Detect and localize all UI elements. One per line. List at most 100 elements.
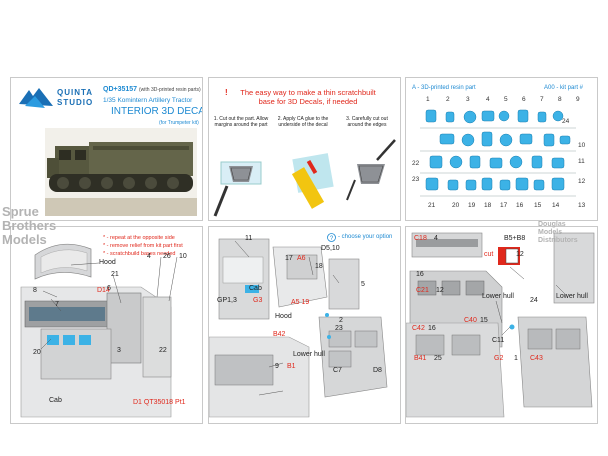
- label-9: 9: [275, 363, 279, 370]
- label-12: 12: [516, 251, 524, 258]
- label-c7: C7: [333, 367, 342, 374]
- part-num-17: 17: [500, 202, 508, 209]
- label-g2: G2: [494, 355, 504, 362]
- part-num-10: 10: [578, 142, 586, 149]
- part-num-16: 16: [516, 202, 524, 209]
- part-num-24: 24: [562, 118, 570, 125]
- step-panel-doors: ? - choose your option 11 GP1,3 Cab G3 D…: [208, 226, 401, 424]
- brand-line-2: STUDIO: [57, 98, 94, 107]
- for-kit: (for Trumpeter kit): [159, 120, 199, 126]
- label-4: 4: [434, 235, 438, 242]
- label-18: 18: [315, 263, 323, 270]
- watermark-right-1: Douglas: [538, 221, 566, 228]
- part-num-22: 22: [412, 160, 420, 167]
- label-c42: C42: [412, 325, 425, 332]
- label-lower-hull: Lower hull: [293, 351, 325, 358]
- legend-scratchbuild: * - scratchbuild bases needed: [103, 251, 176, 257]
- part-num-6: 6: [522, 96, 526, 103]
- part-num-4: 4: [486, 96, 490, 103]
- howto-title-mark: !: [225, 88, 228, 97]
- label-c18: C18: [414, 235, 427, 242]
- watermark-right-3: Distributors: [538, 237, 578, 244]
- option-note: - choose your option: [338, 234, 393, 240]
- label-d14: D14: [97, 287, 110, 294]
- brand-line-1: QUINTA: [57, 88, 94, 97]
- label-10: 10: [179, 253, 187, 260]
- resin-parts-sprue: [420, 109, 576, 197]
- label-a6: A6: [297, 255, 306, 262]
- label-11: 11: [245, 235, 253, 242]
- parts-legend-a: A - 3D-printed resin part: [412, 85, 476, 91]
- kit-title: 1/35 Komintern Artillery Tractor: [103, 97, 193, 104]
- label-cab: Cab: [249, 285, 262, 292]
- howto-step-2: 2. Apply CA glue to the underside of the…: [277, 116, 329, 128]
- label-21: 21: [111, 271, 119, 278]
- label-ref-qt35018: D1 QT35018 Pt1: [133, 399, 186, 406]
- howto-panel: ! The easy way to make a thin scratchbui…: [208, 77, 401, 221]
- part-num-5: 5: [504, 96, 508, 103]
- parts-panel: A - 3D-printed resin part A00 - kit part…: [405, 77, 598, 221]
- label-6: 6: [107, 285, 111, 292]
- howto-title: The easy way to make a thin scratchbuilt…: [240, 88, 376, 106]
- step-panel-lower-hull: C18 4 cut B5+B8 12 16 C21 12 Lower hull …: [405, 226, 598, 424]
- label-b41: B41: [414, 355, 427, 362]
- label-d8: D8: [373, 367, 382, 374]
- label-c40: C40: [464, 317, 477, 324]
- label-b1: B1: [287, 363, 296, 370]
- label-hood: Hood: [275, 313, 292, 320]
- label-20: 20: [33, 349, 41, 356]
- label-5: 5: [361, 281, 365, 288]
- label-12b: 12: [436, 287, 444, 294]
- part-num-15: 15: [534, 202, 542, 209]
- label-16: 16: [416, 271, 424, 278]
- step-panel-hood-cab: * - repeat at the opposite side * - remo…: [10, 226, 203, 424]
- part-num-7: 7: [540, 96, 544, 103]
- hood-cab-diagram: [20, 243, 178, 418]
- label-hood: Hood: [99, 259, 116, 266]
- label-c43: C43: [530, 355, 543, 362]
- part-num-1: 1: [426, 96, 430, 103]
- label-15: 15: [480, 317, 488, 324]
- label-cut: cut: [484, 251, 494, 258]
- part-num-23: 23: [412, 176, 420, 183]
- product-code: QD+35157: [103, 86, 138, 93]
- label-17: 17: [285, 255, 293, 262]
- label-8: 8: [33, 287, 37, 294]
- watermark-left-1: Sprue: [2, 204, 39, 219]
- label-22: 22: [159, 347, 167, 354]
- label-24: 24: [530, 297, 538, 304]
- code-note: (with 3D-printed resin parts): [139, 87, 201, 93]
- label-d5-10: D5,10: [321, 245, 340, 252]
- part-num-3: 3: [466, 96, 470, 103]
- label-2: 2: [339, 317, 343, 324]
- part-num-8: 8: [558, 96, 562, 103]
- label-1: 1: [514, 355, 518, 362]
- label-7: 7: [55, 301, 59, 308]
- part-num-9: 9: [576, 96, 580, 103]
- label-cab: Cab: [49, 397, 62, 404]
- label-25: 25: [434, 355, 442, 362]
- title-panel: QUINTA STUDIO QD+35157 (with 3D-printed …: [10, 77, 203, 221]
- howto-illustrations: [213, 139, 396, 217]
- quinta-logo-icon: [17, 86, 55, 112]
- howto-step-3: 3. Carefully cut out around the edges: [346, 116, 388, 128]
- label-g3: G3: [253, 297, 263, 304]
- part-num-13: 13: [578, 202, 586, 209]
- label-lower-hull-1: Lower hull: [482, 293, 514, 300]
- part-num-21: 21: [428, 202, 436, 209]
- option-icon: ?: [327, 233, 336, 242]
- lower-hull-diagram: [406, 232, 595, 418]
- part-num-2: 2: [446, 96, 450, 103]
- label-4: 4: [147, 253, 151, 260]
- part-num-12: 12: [578, 178, 586, 185]
- watermark-left-2: Brothers: [2, 218, 57, 233]
- watermark-right-2: Models: [538, 229, 563, 236]
- main-title: INTERIOR 3D DECAL: [111, 106, 203, 117]
- part-num-18: 18: [484, 202, 492, 209]
- label-23: 23: [335, 325, 343, 332]
- label-26: 26: [163, 253, 171, 260]
- parts-legend-kit: A00 - kit part #: [544, 85, 584, 91]
- watermark-left-3: Models: [2, 232, 47, 247]
- label-lower-hull-2: Lower hull: [556, 293, 588, 300]
- legend-repeat: * - repeat at the opposite side: [103, 235, 175, 241]
